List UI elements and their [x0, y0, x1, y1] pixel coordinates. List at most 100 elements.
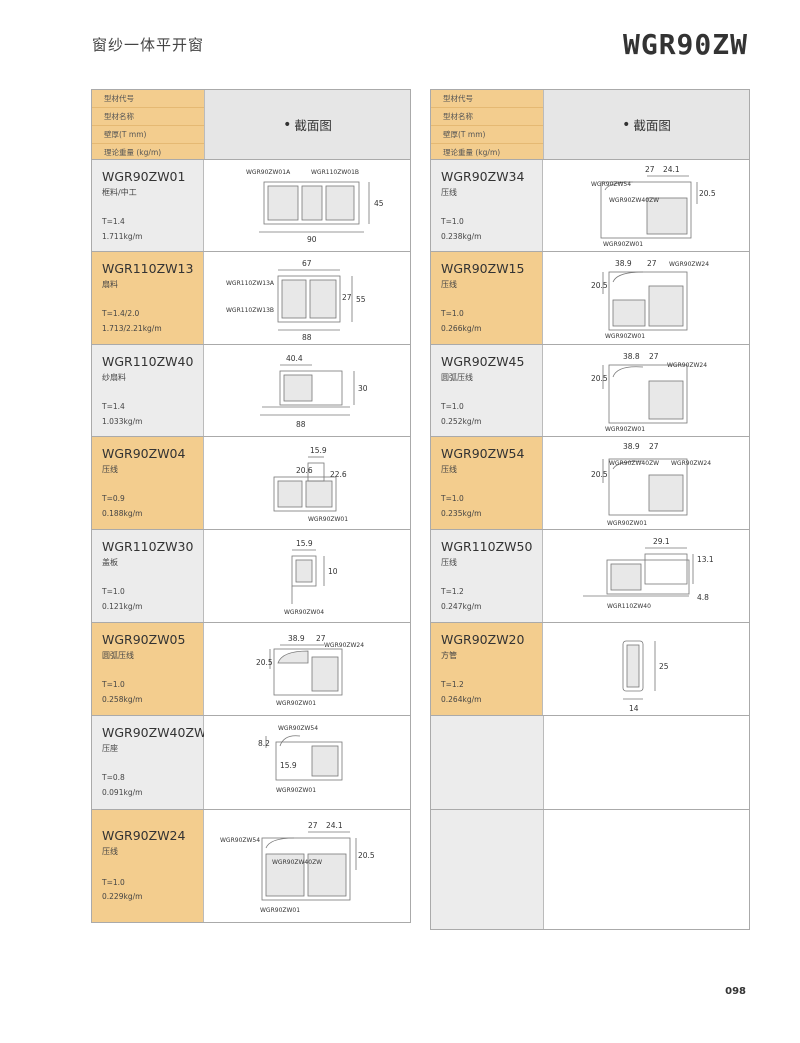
profile-table-left: 型材代号 型材名称 壁厚(T mm) 理论重量 (kg/m) •截面图 WGR9…: [91, 89, 411, 923]
header-label-name: 型材名称: [431, 108, 543, 126]
dimension-label: 20.6: [296, 466, 313, 475]
profile-weight: 0.235kg/m: [441, 509, 482, 518]
section-drawing: 25 14: [543, 623, 749, 715]
profile-section-svg: 67 27 55 88 WGR110ZW13A WGR110ZW13B: [226, 259, 366, 342]
table-row: WGR90ZW40ZW 压座 T=0.8 0.091kg/m WGR90ZW54…: [91, 716, 411, 810]
profile-thickness: T=1.4: [102, 402, 125, 411]
table-row: WGR90ZW15 压线 T=1.0 0.266kg/m 38.9 27 20.…: [430, 252, 750, 345]
section-drawing: 27 24.1 20.5 WGR90ZW54 WGR90ZW40ZW WGR90…: [543, 160, 749, 251]
section-drawing: 40.4 30 88: [204, 345, 410, 436]
drawing-label: WGR90ZW24: [671, 460, 711, 467]
profile-code: WGR90ZW20: [441, 632, 525, 647]
header-labels: 型材代号 型材名称 壁厚(T mm) 理论重量 (kg/m): [431, 90, 544, 159]
section-drawing: 38.9 27 20.5 WGR90ZW24 WGR90ZW01: [543, 252, 749, 344]
profile-name: 框料/中工: [102, 188, 137, 197]
table-row: WGR90ZW54 压线 T=1.0 0.235kg/m 38.9 27 20.…: [430, 437, 750, 530]
profile-thickness: T=1.4: [102, 217, 125, 226]
profile-info: WGR90ZW40ZW 压座 T=0.8 0.091kg/m: [92, 716, 206, 809]
table-header: 型材代号 型材名称 壁厚(T mm) 理论重量 (kg/m) •截面图: [430, 90, 750, 160]
header-label-code: 型材代号: [92, 90, 204, 108]
dimension-label: 22.6: [330, 470, 347, 479]
dimension-label: 55: [356, 295, 366, 304]
profile-info: WGR90ZW34 压线 T=1.0 0.238kg/m: [431, 160, 543, 251]
profile-name: 圆弧压线: [441, 373, 473, 382]
profile-code: WGR90ZW05: [102, 632, 186, 647]
header-labels: 型材代号 型材名称 壁厚(T mm) 理论重量 (kg/m): [92, 90, 205, 159]
profile-code: WGR110ZW40: [102, 354, 194, 369]
dimension-label: 20.5: [591, 470, 608, 479]
drawing-label: WGR90ZW54: [591, 181, 631, 188]
dimension-label: 29.1: [653, 537, 670, 546]
dimension-label: 88: [296, 420, 306, 429]
dimension-label: 8.2: [258, 739, 270, 748]
profile-section-svg: 27 24.1 20.5 WGR90ZW54 WGR90ZW40ZW WGR90…: [591, 165, 716, 248]
profile-thickness: T=1.2: [441, 680, 464, 689]
section-label: 截面图: [294, 118, 332, 133]
profile-name: 盖板: [102, 558, 118, 567]
table-row: WGR110ZW30 盖板 T=1.0 0.121kg/m 15.9 10 WG…: [91, 530, 411, 623]
profile-code: WGR90ZW24: [102, 828, 186, 843]
section-drawing: 38.9 27 20.5 WGR90ZW24 WGR90ZW01: [204, 623, 410, 715]
profile-section-svg: 15.9 20.6 22.6 WGR90ZW01: [273, 446, 348, 523]
profile-section-svg: 27 24.1 20.5 WGR90ZW54 WGR90ZW40ZW WGR90…: [220, 821, 375, 914]
dimension-label: 13.1: [697, 555, 714, 564]
profile-section-svg: 38.9 27 20.5 WGR90ZW40ZW WGR90ZW24 WGR90…: [591, 442, 711, 527]
profile-code: WGR90ZW54: [441, 446, 525, 461]
header-label-thickness: 壁厚(T mm): [92, 126, 204, 144]
table-row: WGR110ZW13 扇料 T=1.4/2.0 1.713/2.21kg/m 6…: [91, 252, 411, 345]
section-drawing: 38.8 27 20.5 WGR90ZW24 WGR90ZW01: [543, 345, 749, 436]
profile-name: 方管: [441, 651, 457, 660]
profile-info: WGR90ZW20 方管 T=1.2 0.264kg/m: [431, 623, 543, 715]
profile-info: WGR110ZW13 扇料 T=1.4/2.0 1.713/2.21kg/m: [92, 252, 204, 344]
profile-info: WGR90ZW24 压线 T=1.0 0.229kg/m: [92, 810, 204, 922]
dimension-label: 27: [649, 352, 659, 361]
profile-section-svg: 38.9 27 20.5 WGR90ZW24 WGR90ZW01: [256, 634, 364, 707]
profile-thickness: T=0.9: [102, 494, 125, 503]
profile-code: WGR110ZW13: [102, 261, 194, 276]
dimension-label: 20.5: [699, 189, 716, 198]
dimension-label: 40.4: [286, 354, 303, 363]
drawing-label: WGR90ZW54: [278, 725, 318, 732]
profile-code: WGR90ZW34: [441, 169, 525, 184]
dimension-label: 4.8: [697, 593, 709, 602]
drawing-label: WGR110ZW40: [607, 603, 651, 610]
empty-info-cell: [431, 810, 544, 929]
section-drawing: WGR90ZW01A WGR110ZW01B 90 45: [204, 160, 410, 251]
dimension-label: 27: [342, 293, 352, 302]
profile-weight: 0.238kg/m: [441, 232, 482, 241]
dimension-label: 15.9: [310, 446, 327, 455]
dimension-label: 24.1: [326, 821, 343, 830]
bullet-icon: •: [283, 116, 292, 133]
drawing-label: WGR110ZW13A: [226, 280, 275, 287]
profile-thickness: T=1.4/2.0: [102, 309, 140, 318]
profile-weight: 0.266kg/m: [441, 324, 482, 333]
page-number: 098: [725, 986, 746, 997]
profile-weight: 0.247kg/m: [441, 602, 482, 611]
dimension-label: 38.9: [288, 634, 305, 643]
dimension-label: 27: [649, 442, 659, 451]
profile-name: 压线: [102, 465, 118, 474]
empty-info-cell: [431, 716, 544, 809]
profile-thickness: T=1.0: [441, 217, 464, 226]
profile-section-svg: 25 14: [622, 640, 669, 713]
profile-section-svg: WGR90ZW54 8.2 15.9 WGR90ZW01: [258, 725, 343, 794]
dimension-label: 27: [308, 821, 318, 830]
dimension-label: 20.5: [358, 851, 375, 860]
profile-name: 圆弧压线: [102, 651, 134, 660]
profile-thickness: T=1.0: [441, 402, 464, 411]
profile-info: WGR110ZW50 压线 T=1.2 0.247kg/m: [431, 530, 543, 622]
dimension-label: 15.9: [296, 539, 313, 548]
table-row: WGR90ZW45 圆弧压线 T=1.0 0.252kg/m 38.8 27 2…: [430, 345, 750, 437]
table-row: WGR110ZW50 压线 T=1.2 0.247kg/m 29.1 13.1 …: [430, 530, 750, 623]
profile-section-svg: WGR90ZW01A WGR110ZW01B 90 45: [246, 169, 384, 244]
profile-info: WGR90ZW45 圆弧压线 T=1.0 0.252kg/m: [431, 345, 543, 436]
drawing-label: WGR90ZW40ZW: [272, 859, 322, 866]
profile-thickness: T=1.2: [441, 587, 464, 596]
table-row: WGR90ZW01 框料/中工 T=1.4 1.711kg/m WGR90ZW0…: [91, 160, 411, 252]
drawing-label: WGR90ZW01: [276, 700, 316, 707]
profile-name: 压线: [441, 558, 457, 567]
drawing-label: WGR90ZW01: [308, 516, 348, 523]
profile-thickness: T=1.0: [102, 878, 125, 887]
series-code: WGR90ZW: [622, 28, 748, 61]
profile-weight: 1.033kg/m: [102, 417, 143, 426]
